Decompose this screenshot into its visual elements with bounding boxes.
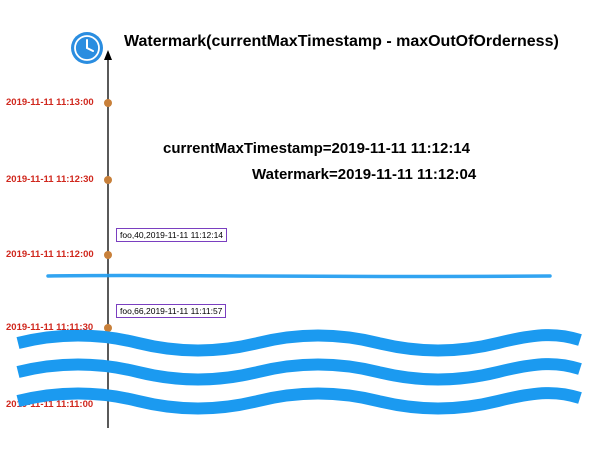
tick-label: 2019-11-11 11:12:30 [6, 174, 94, 185]
wave-2 [16, 358, 582, 386]
time-axis-arrowhead [104, 50, 112, 60]
tick-dot [104, 251, 112, 259]
current-max-timestamp-label: currentMaxTimestamp=2019-11-11 11:12:14 [163, 140, 470, 157]
wave-3 [16, 387, 582, 415]
clock-icon [71, 32, 103, 64]
watermark-line [46, 273, 552, 279]
tick-label: 2019-11-11 11:13:00 [6, 97, 94, 108]
tick-label: 2019-11-11 11:12:00 [6, 249, 94, 260]
tick-dot [104, 324, 112, 332]
event-record: foo,40,2019-11-11 11:12:14 [116, 228, 228, 242]
waves [16, 329, 582, 415]
watermark-value-label: Watermark=2019-11-11 11:12:04 [252, 166, 477, 183]
event-record: foo,66,2019-11-11 11:11:57 [116, 304, 227, 318]
diagram-title: Watermark(currentMaxTimestamp - maxOutOf… [124, 33, 559, 50]
tick-dot [104, 176, 112, 184]
tick-label: 2019-11-11 11:11:30 [6, 322, 94, 333]
tick-dot [104, 99, 112, 107]
wave-1 [16, 329, 582, 357]
